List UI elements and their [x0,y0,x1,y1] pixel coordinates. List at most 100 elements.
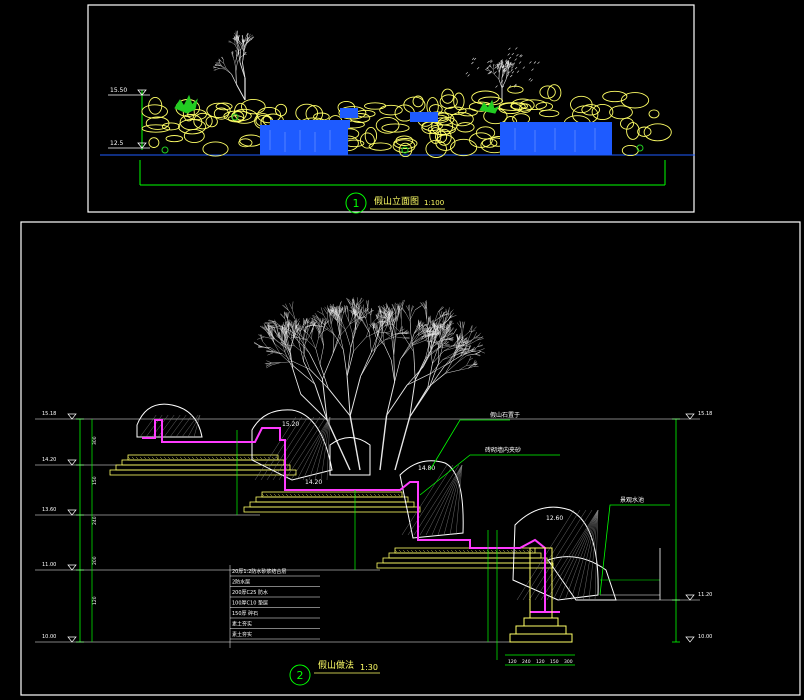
tree-branch [488,69,491,72]
tree-branch [400,326,402,332]
tree-branch [361,312,366,320]
tree-branch [348,298,353,305]
legend-item: 100厚C10 垫层 [232,600,268,607]
tree-branch [371,335,378,353]
tree-branch [502,62,504,66]
rock [412,95,424,108]
tree-branch [435,324,439,337]
tree-branch [379,310,382,316]
tree-branch [467,337,474,346]
tree-branch [234,57,237,64]
tree-branch [445,324,448,330]
drawing-scale: 1:30 [360,663,378,672]
tree-branch [328,388,351,417]
tree-branch [445,369,460,374]
elevation-marker [67,564,77,571]
tree-branch [273,327,277,334]
tree-branch [386,381,396,416]
tree-branch [354,317,357,331]
tree-branch [473,362,477,366]
tree-branch [507,61,509,65]
hatch-dot [446,549,450,553]
rock [609,105,633,120]
rock [436,128,452,146]
hatch-line [576,509,599,601]
dimension-label: 300 [564,659,573,665]
tree-branch [445,344,450,346]
tree-branch [260,326,267,332]
tree-branch [349,316,356,325]
tree-branch [437,332,442,336]
tree-branch [355,305,358,315]
tree-branch [389,322,392,337]
tree-branch [292,334,299,338]
tree-branch [248,34,254,38]
tree-branch [414,305,422,311]
hatch-dot [293,493,297,497]
hatch-dot [163,456,167,460]
tree-branch [313,322,316,327]
tree-branch [365,331,378,338]
tree-branch [373,322,375,329]
legend-item: 20厚1:2防水砂浆结合层 [232,568,286,575]
elevation-label: 14.20 [42,457,56,463]
rock [206,102,231,119]
tree-branch [458,335,463,340]
tree-branch [458,334,461,340]
tree-branch [237,49,241,53]
tree-branch [449,328,455,333]
hatch-line [552,509,599,601]
tree-branch [302,329,308,334]
tree-branch [268,348,281,355]
tree-branch [469,357,473,361]
tree-foliage [476,66,480,70]
tree-branch [238,40,241,45]
tree-branch [218,58,221,62]
hatch-dot [305,493,309,497]
tree-branch [388,310,393,322]
hatch-dot [231,456,235,460]
rock [535,102,554,111]
tree-branch [248,37,252,42]
tree-branch [474,353,481,356]
tree-branch [375,314,379,320]
tree-branch [314,383,328,421]
tree-branch [242,41,244,47]
tree-branch [338,322,342,335]
rock [375,116,400,134]
tree-branch [280,353,294,367]
hatch-dot [381,493,385,497]
tree-branch [473,361,477,366]
tree-branch [462,331,470,339]
tree-branch [269,327,272,335]
waterfall-block [340,108,358,118]
tree-branch [283,304,289,311]
tree-branch [443,329,447,338]
tree-branch [498,62,501,64]
dimension-label: 300 [92,436,98,445]
tree-branch [259,334,263,342]
hatch-dot [151,456,155,460]
step-tag: 14.80 [418,465,435,472]
tree-branch [273,343,281,354]
tree-branch [369,332,372,353]
tree-foliage [504,59,508,62]
tree-branch [287,318,289,328]
tree-branch [321,318,326,325]
tree-branch [309,352,323,380]
tree-branch [433,323,438,329]
tree-branch [354,311,360,317]
tree-branch [470,348,477,351]
hatch-line [528,509,587,601]
tree-branch [449,320,453,327]
tree-branch [279,338,286,343]
tree-branch [442,352,454,360]
tree-branch [458,348,464,352]
tree-branch [491,67,494,70]
rock [621,144,639,157]
hatch-dot [470,549,474,553]
hatch-dot [490,549,494,553]
hatch-dot [369,493,373,497]
tree-branch [386,311,393,322]
